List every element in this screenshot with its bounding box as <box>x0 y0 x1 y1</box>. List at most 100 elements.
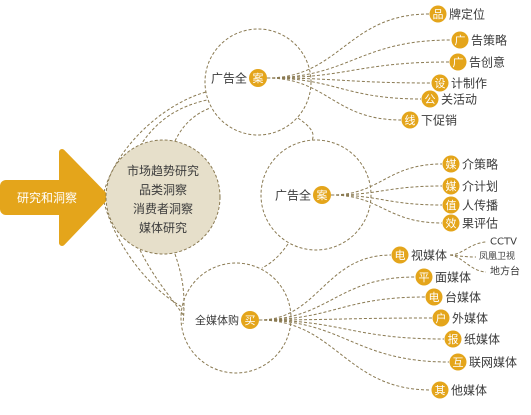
item-badge <box>401 111 419 129</box>
item-badge <box>442 177 460 195</box>
branch-line <box>330 194 443 206</box>
branch-line <box>258 254 392 321</box>
branch-item: 设计制作 <box>431 74 487 92</box>
research-item: 市场趋势研究 <box>127 163 199 178</box>
connector-line <box>261 243 289 269</box>
hub-layer: 品牌定位广告策略广告创意设计制作公关活动线下促销广告全案媒介策略媒介计划值人传播… <box>180 5 517 399</box>
connector-line <box>297 117 314 142</box>
item-badge-char: 其 <box>435 384 446 397</box>
item-badge <box>449 53 467 71</box>
item-badge-char: 媒 <box>446 158 457 171</box>
item-badge-char: 平 <box>419 271 430 284</box>
research-node: 市场趋势研究 品类洞察 消费者洞察 媒体研究 <box>105 139 221 255</box>
item-badge <box>415 268 433 286</box>
branch-item: 广告创意 <box>449 53 505 71</box>
hub-ring <box>260 139 372 251</box>
hub-badge <box>241 311 259 329</box>
research-item: 媒体研究 <box>139 220 187 235</box>
branch-item: 效果评估 <box>442 214 498 232</box>
branch-line <box>449 254 477 258</box>
branch-item: 线下促销 <box>401 111 457 129</box>
item-label: 面媒体 <box>435 271 471 285</box>
branch-item: 报纸媒体 <box>444 330 500 348</box>
item-badge-char: 效 <box>446 216 457 230</box>
item-badge <box>442 214 460 232</box>
item-badge-char: 电 <box>429 291 440 304</box>
item-badge-char: 广 <box>455 34 466 47</box>
hub-label: 全媒体购 <box>195 313 239 327</box>
item-badge <box>431 381 449 399</box>
item-label: 告策略 <box>471 33 507 48</box>
branch-line <box>258 276 416 321</box>
item-badge <box>444 330 462 348</box>
item-badge-char: 户 <box>436 311 447 325</box>
item-badge <box>449 353 467 371</box>
branch-item: 电台媒体 <box>425 288 481 306</box>
branch-line <box>258 319 445 340</box>
item-label: 介计划 <box>462 180 498 194</box>
branch-item: 户外媒体 <box>432 309 488 327</box>
hub-ad-plan-top: 品牌定位广告策略广告创意设计制作公关活动线下促销广告全案 <box>204 5 507 136</box>
item-badge-char: 广 <box>453 56 464 69</box>
branch-line <box>449 254 487 273</box>
item-label: 联网媒体 <box>469 356 517 370</box>
tv-channel-label: CCTV <box>490 237 517 248</box>
connector-line <box>139 249 185 317</box>
item-badge <box>421 90 439 108</box>
hub-media-buying: 电视媒体平面媒体电台媒体户外媒体报纸媒体互联网媒体其他媒体全媒体购买 <box>180 246 517 399</box>
branch-line <box>266 77 432 84</box>
item-badge <box>431 74 449 92</box>
item-badge-char: 媒 <box>446 180 457 193</box>
branch-item: 电视媒体 <box>391 246 447 264</box>
tv-channel-label: 凤凰卫视 <box>479 250 515 262</box>
branch-line <box>266 77 422 100</box>
item-badge <box>442 196 460 214</box>
branch-line <box>258 319 432 391</box>
research-item: 消费者洞察 <box>133 202 193 216</box>
connector-line <box>174 253 185 325</box>
item-badge-char: 品 <box>433 8 444 21</box>
connector-line <box>174 107 211 142</box>
connector-line <box>139 99 208 147</box>
hub-ad-plan-middle: 媒介策略媒介计划值人传播效果评估广告全案 <box>260 139 498 251</box>
item-badge-char: 值 <box>446 199 457 212</box>
branch-line <box>330 194 443 224</box>
branch-item: 媒介策略 <box>442 155 498 173</box>
item-label: 纸媒体 <box>464 333 500 347</box>
branch-line <box>449 241 487 256</box>
item-label: 外媒体 <box>452 312 488 326</box>
branch-item: 广告策略 <box>451 31 507 49</box>
research-item: 品类洞察 <box>139 183 187 197</box>
root-label: 研究和洞察 <box>17 190 77 205</box>
hub-ring <box>204 28 312 136</box>
item-badge <box>432 309 450 327</box>
branch-item: 其他媒体 <box>431 381 487 399</box>
branch-line <box>258 317 433 321</box>
hub-badge <box>313 186 331 204</box>
hub-badge-char: 案 <box>317 188 328 202</box>
tv-channel-label: 地方台 <box>490 265 520 278</box>
branch-line <box>266 77 402 121</box>
branch-item: 公关活动 <box>421 90 477 108</box>
hub-label: 广告全 <box>211 71 247 86</box>
root-label-box <box>0 180 92 215</box>
branch-line <box>266 39 452 79</box>
branch-item: 值人传播 <box>442 196 498 214</box>
item-badge <box>391 246 409 264</box>
item-badge-char: 互 <box>453 356 464 369</box>
connector-lines <box>103 91 314 325</box>
branch-item: 品牌定位 <box>429 5 485 23</box>
item-badge-char: 线 <box>405 113 416 127</box>
item-label: 关活动 <box>441 93 477 107</box>
item-badge-char: 公 <box>425 93 436 106</box>
item-badge <box>429 5 447 23</box>
item-badge-char: 报 <box>448 332 459 346</box>
item-label: 告创意 <box>469 55 505 70</box>
branch-item: 互联网媒体 <box>449 353 517 371</box>
tv-channels: CCTV 凤凰卫视 地方台 <box>449 237 520 278</box>
item-label: 介策略 <box>462 157 498 172</box>
item-label: 人传播 <box>462 198 498 213</box>
branch-line <box>330 185 443 196</box>
hub-label: 广告全 <box>275 188 311 203</box>
